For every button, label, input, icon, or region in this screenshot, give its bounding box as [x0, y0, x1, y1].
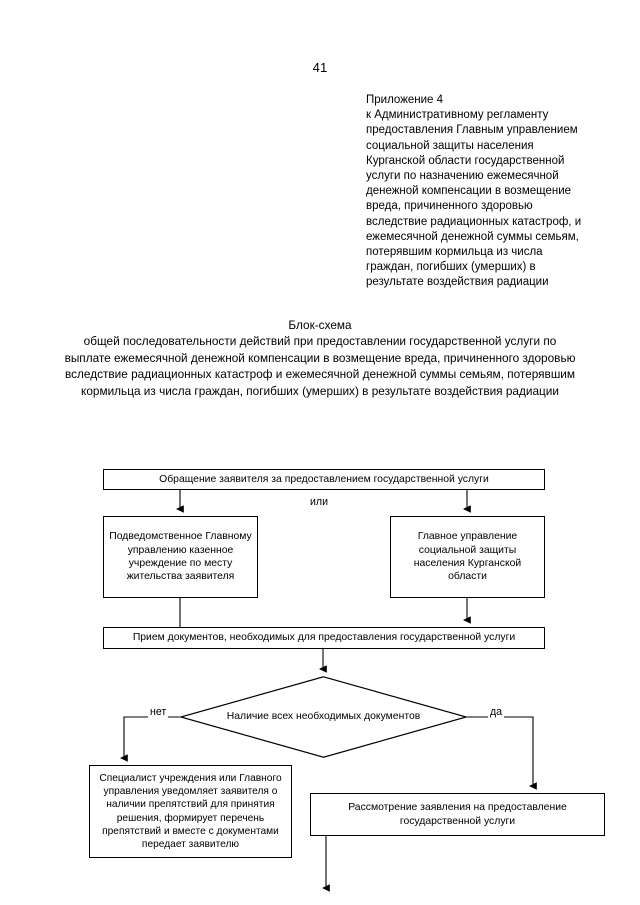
- edge-label-no: нет: [148, 706, 169, 719]
- flow-node-document-acceptance-label: Прием документов, необходимых для предос…: [132, 632, 516, 644]
- document-title-heading: Блок-схема: [288, 318, 352, 332]
- flow-node-notify-applicant-label: Специалист учреждения или Главного управ…: [99, 772, 282, 850]
- flow-node-notify-applicant: Специалист учреждения или Главного управ…: [89, 765, 292, 858]
- edge-decision-no-to-notify: [120, 716, 180, 762]
- appendix-line-2: к Административному регламенту: [366, 109, 549, 122]
- edge-label-or: или: [308, 496, 331, 509]
- appendix-line-8: вреда, причиненного здоровью: [366, 200, 533, 213]
- appendix-line-13: результате воздействия радиации: [366, 276, 549, 289]
- edge-decision-yes-to-review: [467, 716, 537, 790]
- document-title-block: Блок-схема общей последовательности дейс…: [62, 317, 578, 399]
- flow-node-main-department-label: Главное управление социальной защиты нас…: [413, 531, 522, 583]
- flow-node-request-label: Обращение заявителя за предоставлением г…: [159, 473, 489, 485]
- appendix-line-3: предоставления Главным управлением: [366, 124, 578, 137]
- appendix-line-12: граждан, погибших (умерших) в: [366, 261, 536, 274]
- document-title-subheading: общей последовательности действий при пр…: [64, 334, 576, 398]
- appendix-line-9: вследствие радиационных катастроф, и: [366, 215, 582, 228]
- flow-node-request: Обращение заявителя за предоставлением г…: [103, 469, 545, 490]
- page-number: 41: [312, 60, 328, 75]
- appendix-line-1: Приложение 4: [366, 94, 444, 106]
- appendix-line-10: ежемесячной денежной суммы семьям,: [366, 230, 579, 243]
- decision-diamond-shape: [180, 676, 467, 758]
- edge-label-yes: да: [488, 706, 505, 719]
- flow-node-application-review: Рассмотрение заявления на предоставление…: [310, 793, 605, 836]
- flow-node-main-department: Главное управление социальной защиты нас…: [390, 516, 545, 598]
- appendix-line-6: услуги по назначению ежемесячной: [366, 170, 559, 183]
- flow-node-subordinate-institution-label: Подведомственное Главному управлению каз…: [109, 531, 252, 583]
- appendix-reference-block: Приложение 4 к Административному регламе…: [366, 93, 616, 291]
- appendix-line-4: социальной защиты населения: [366, 139, 534, 152]
- appendix-line-7: денежной компенсации в возмещение: [366, 185, 572, 198]
- flow-node-application-review-label: Рассмотрение заявления на предоставление…: [348, 802, 567, 827]
- appendix-line-5: Курганской области государственной: [366, 154, 565, 167]
- flow-node-decision-label: Наличие всех необходимых документов: [226, 711, 421, 723]
- flow-node-subordinate-institution: Подведомственное Главному управлению каз…: [103, 516, 258, 598]
- flow-node-document-acceptance: Прием документов, необходимых для предос…: [103, 627, 545, 649]
- flow-node-decision-documents-complete: Наличие всех необходимых документов: [180, 676, 467, 758]
- appendix-line-11: потерявшим кормильца из числа: [366, 246, 543, 259]
